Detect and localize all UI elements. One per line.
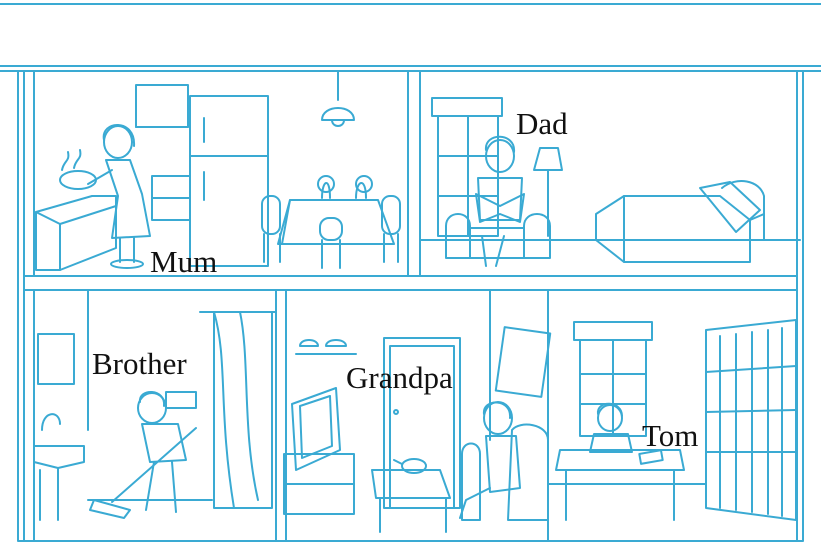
label-tom: Tom [642, 418, 699, 453]
label-grandpa: Grandpa [346, 360, 453, 395]
bathroom [33, 311, 277, 521]
label-mum: Mum [150, 244, 218, 279]
kitchen [35, 70, 401, 271]
label-brother: Brother [92, 346, 187, 381]
study-room [547, 319, 797, 521]
label-dad: Dad [516, 106, 568, 141]
parents-bedroom [419, 97, 801, 267]
living-room [283, 326, 552, 533]
house-frame [0, 3, 821, 542]
